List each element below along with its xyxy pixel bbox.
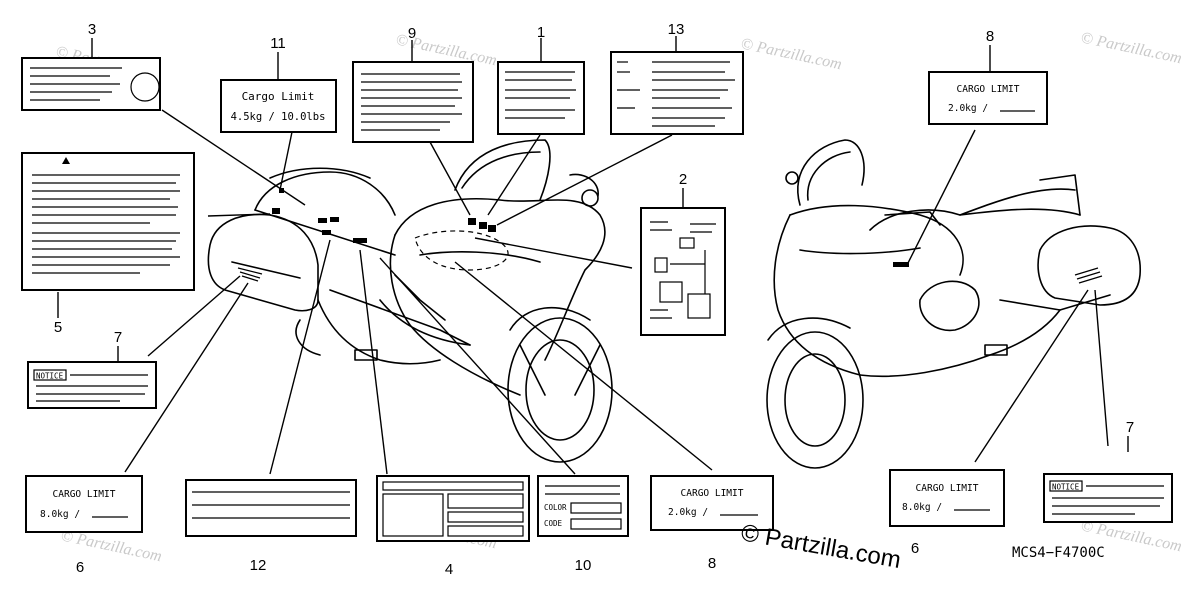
callout-9: 9 bbox=[408, 25, 416, 42]
cargo-limit-value: 4.5kg / 10.0lbs bbox=[231, 111, 326, 123]
cargo-limit-title: CARGO LIMIT bbox=[916, 483, 979, 494]
callout-8-left: 8 bbox=[708, 555, 716, 572]
callout-6-left: 6 bbox=[76, 559, 84, 576]
callout-1: 1 bbox=[537, 24, 545, 41]
cargo-limit-value: 8.0kg / bbox=[40, 509, 80, 520]
label-3[interactable] bbox=[21, 57, 161, 111]
label-7-right-notice[interactable]: NOTICE bbox=[1043, 473, 1173, 523]
watermark: © Partzilla.com bbox=[739, 35, 843, 73]
motorcycle-left-view bbox=[207, 139, 613, 463]
label-8-left-cargo-limit[interactable]: CARGO LIMIT 2.0kg / bbox=[650, 475, 774, 531]
code-field-label: CODE bbox=[544, 519, 563, 528]
label-2[interactable] bbox=[640, 207, 726, 336]
callout-13: 13 bbox=[668, 21, 685, 38]
cargo-limit-title: CARGO LIMIT bbox=[957, 84, 1020, 95]
callout-6-right: 6 bbox=[911, 540, 919, 557]
label-13[interactable] bbox=[610, 51, 744, 135]
label-10-color-code[interactable]: COLOR CODE bbox=[537, 475, 629, 537]
label-8-right-cargo-limit[interactable]: CARGO LIMIT 2.0kg / bbox=[928, 71, 1048, 125]
partzilla-watermark: © Partzilla.com bbox=[739, 519, 903, 574]
color-field-label: COLOR bbox=[544, 503, 567, 512]
label-4[interactable] bbox=[376, 475, 530, 542]
notice-text: NOTICE bbox=[36, 372, 64, 381]
leader-lines bbox=[57, 36, 1129, 475]
label-7-left-notice[interactable]: NOTICE bbox=[27, 361, 157, 409]
label-6-left-cargo-limit[interactable]: CARGO LIMIT 8.0kg / bbox=[25, 475, 143, 533]
callout-3: 3 bbox=[88, 21, 96, 38]
callout-12: 12 bbox=[250, 557, 267, 574]
cargo-limit-title: Cargo Limit bbox=[242, 90, 315, 103]
cargo-limit-title: CARGO LIMIT bbox=[53, 489, 116, 500]
cargo-limit-title: CARGO LIMIT bbox=[681, 488, 744, 499]
watermark: © Partzilla.com bbox=[1079, 29, 1183, 67]
callout-4: 4 bbox=[445, 561, 453, 578]
label-1[interactable] bbox=[497, 61, 585, 135]
label-9[interactable] bbox=[352, 61, 474, 143]
cargo-limit-value: 2.0kg / bbox=[668, 507, 708, 518]
label-12[interactable] bbox=[185, 479, 357, 537]
label-6-right-cargo-limit[interactable]: CARGO LIMIT 8.0kg / bbox=[889, 469, 1005, 527]
callout-5: 5 bbox=[54, 319, 62, 336]
callout-7-left: 7 bbox=[114, 329, 122, 346]
warning-triangle-icon bbox=[62, 157, 70, 164]
notice-text: NOTICE bbox=[1052, 483, 1080, 492]
label-5[interactable] bbox=[21, 152, 195, 291]
diagram-code: MCS4−F4700C bbox=[1012, 545, 1105, 561]
callout-11: 11 bbox=[270, 35, 286, 52]
callout-10: 10 bbox=[575, 557, 592, 574]
callout-2: 2 bbox=[679, 171, 687, 188]
callout-8-right: 8 bbox=[986, 28, 994, 45]
callout-numbers: 3 11 9 1 13 8 2 5 7 7 6 12 4 10 8 6 bbox=[54, 21, 1134, 578]
label-11-cargo-limit[interactable]: Cargo Limit 4.5kg / 10.0lbs bbox=[220, 79, 337, 133]
cargo-limit-value: 2.0kg / bbox=[948, 103, 988, 114]
callout-7-right: 7 bbox=[1126, 419, 1134, 436]
motorcycle-right-view bbox=[766, 139, 1141, 469]
cargo-limit-value: 8.0kg / bbox=[902, 502, 942, 513]
